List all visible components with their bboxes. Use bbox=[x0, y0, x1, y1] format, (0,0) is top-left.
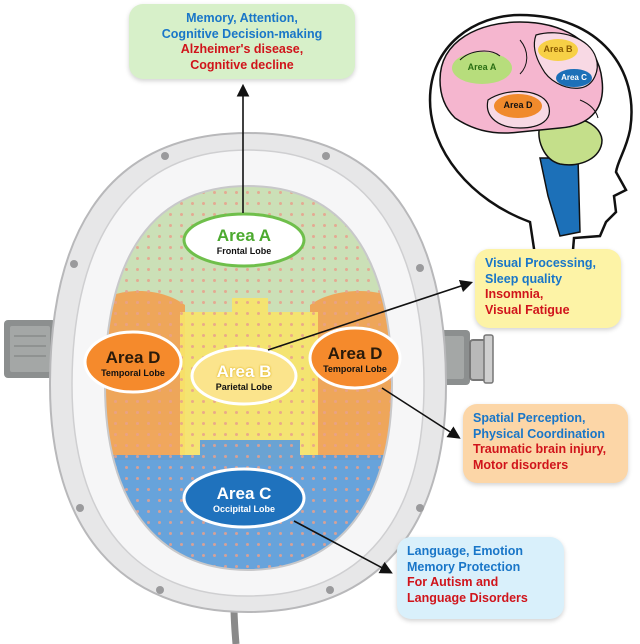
callout-d-function-1: Spatial Perception, bbox=[473, 411, 586, 425]
callout-b-condition-2: Visual Fatigue bbox=[485, 302, 570, 317]
area-a-label: Area A Frontal Lobe bbox=[184, 226, 304, 257]
left-strap bbox=[4, 320, 56, 378]
arrow-icon bbox=[267, 279, 474, 351]
area-d-right-label: Area D Temporal Lobe bbox=[309, 344, 401, 375]
callout-c-condition-2: Language Disorders bbox=[407, 590, 528, 605]
arrow-icon bbox=[293, 520, 393, 574]
area-c-name: Area C bbox=[216, 484, 272, 503]
brain-area-a-label: Area A bbox=[467, 62, 497, 72]
area-a-name: Area A bbox=[216, 226, 272, 245]
brain-area-b-label: Area B bbox=[543, 44, 573, 54]
area-d-right-name: Area D bbox=[327, 344, 383, 363]
area-d-left-label: Area D Temporal Lobe bbox=[85, 348, 181, 379]
area-d-left-name: Area D bbox=[105, 348, 161, 367]
area-c-label: Area C Occipital Lobe bbox=[184, 484, 304, 515]
callout-b-function-2: Sleep quality bbox=[485, 271, 563, 286]
area-b-ellipse bbox=[190, 346, 298, 406]
area-b-name: Area B bbox=[216, 362, 272, 381]
callout-area-b: Visual Processing, Sleep quality Insomni… bbox=[475, 249, 621, 328]
area-d-right-ellipse bbox=[308, 326, 402, 390]
callout-d-condition-1: Traumatic brain injury, bbox=[473, 442, 607, 456]
callout-c-function-1: Language, Emotion bbox=[407, 544, 523, 558]
callout-a-condition-1: Alzheimer's disease, bbox=[180, 42, 304, 56]
callout-a-condition-2: Cognitive decline bbox=[190, 57, 294, 72]
area-b-label: Area B Parietal Lobe bbox=[192, 362, 296, 393]
callout-area-c: Language, Emotion Memory Protection For … bbox=[397, 537, 564, 619]
callout-area-a: Memory, Attention, Cognitive Decision-ma… bbox=[129, 4, 355, 79]
callout-a-function-1: Memory, Attention, bbox=[186, 11, 298, 25]
arrow-icon bbox=[381, 387, 461, 439]
brain-area-d-label: Area D bbox=[503, 100, 533, 110]
area-d-right-lobe: Temporal Lobe bbox=[323, 364, 387, 374]
callout-a-function-2: Cognitive Decision-making bbox=[161, 26, 323, 41]
callout-d-function-2: Physical Coordination bbox=[473, 426, 605, 441]
area-d-left-lobe: Temporal Lobe bbox=[101, 368, 165, 378]
area-a-ellipse bbox=[182, 212, 306, 268]
brain-area-c-label: Area C bbox=[561, 73, 587, 82]
callout-d-condition-2: Motor disorders bbox=[473, 457, 569, 472]
area-a-lobe: Frontal Lobe bbox=[216, 246, 272, 256]
area-d-left-ellipse bbox=[83, 330, 183, 394]
callout-c-condition-1: For Autism and bbox=[407, 575, 499, 589]
brain-profile-icon bbox=[428, 13, 633, 264]
callout-c-function-2: Memory Protection bbox=[407, 559, 521, 574]
area-c-lobe: Occipital Lobe bbox=[212, 504, 275, 514]
callout-b-condition-1: Insomnia, bbox=[485, 287, 544, 301]
callout-area-d: Spatial Perception, Physical Coordinatio… bbox=[463, 404, 628, 483]
callout-b-function-1: Visual Processing, bbox=[485, 256, 596, 270]
area-c-ellipse bbox=[182, 467, 306, 529]
area-b-lobe: Parietal Lobe bbox=[215, 382, 273, 392]
